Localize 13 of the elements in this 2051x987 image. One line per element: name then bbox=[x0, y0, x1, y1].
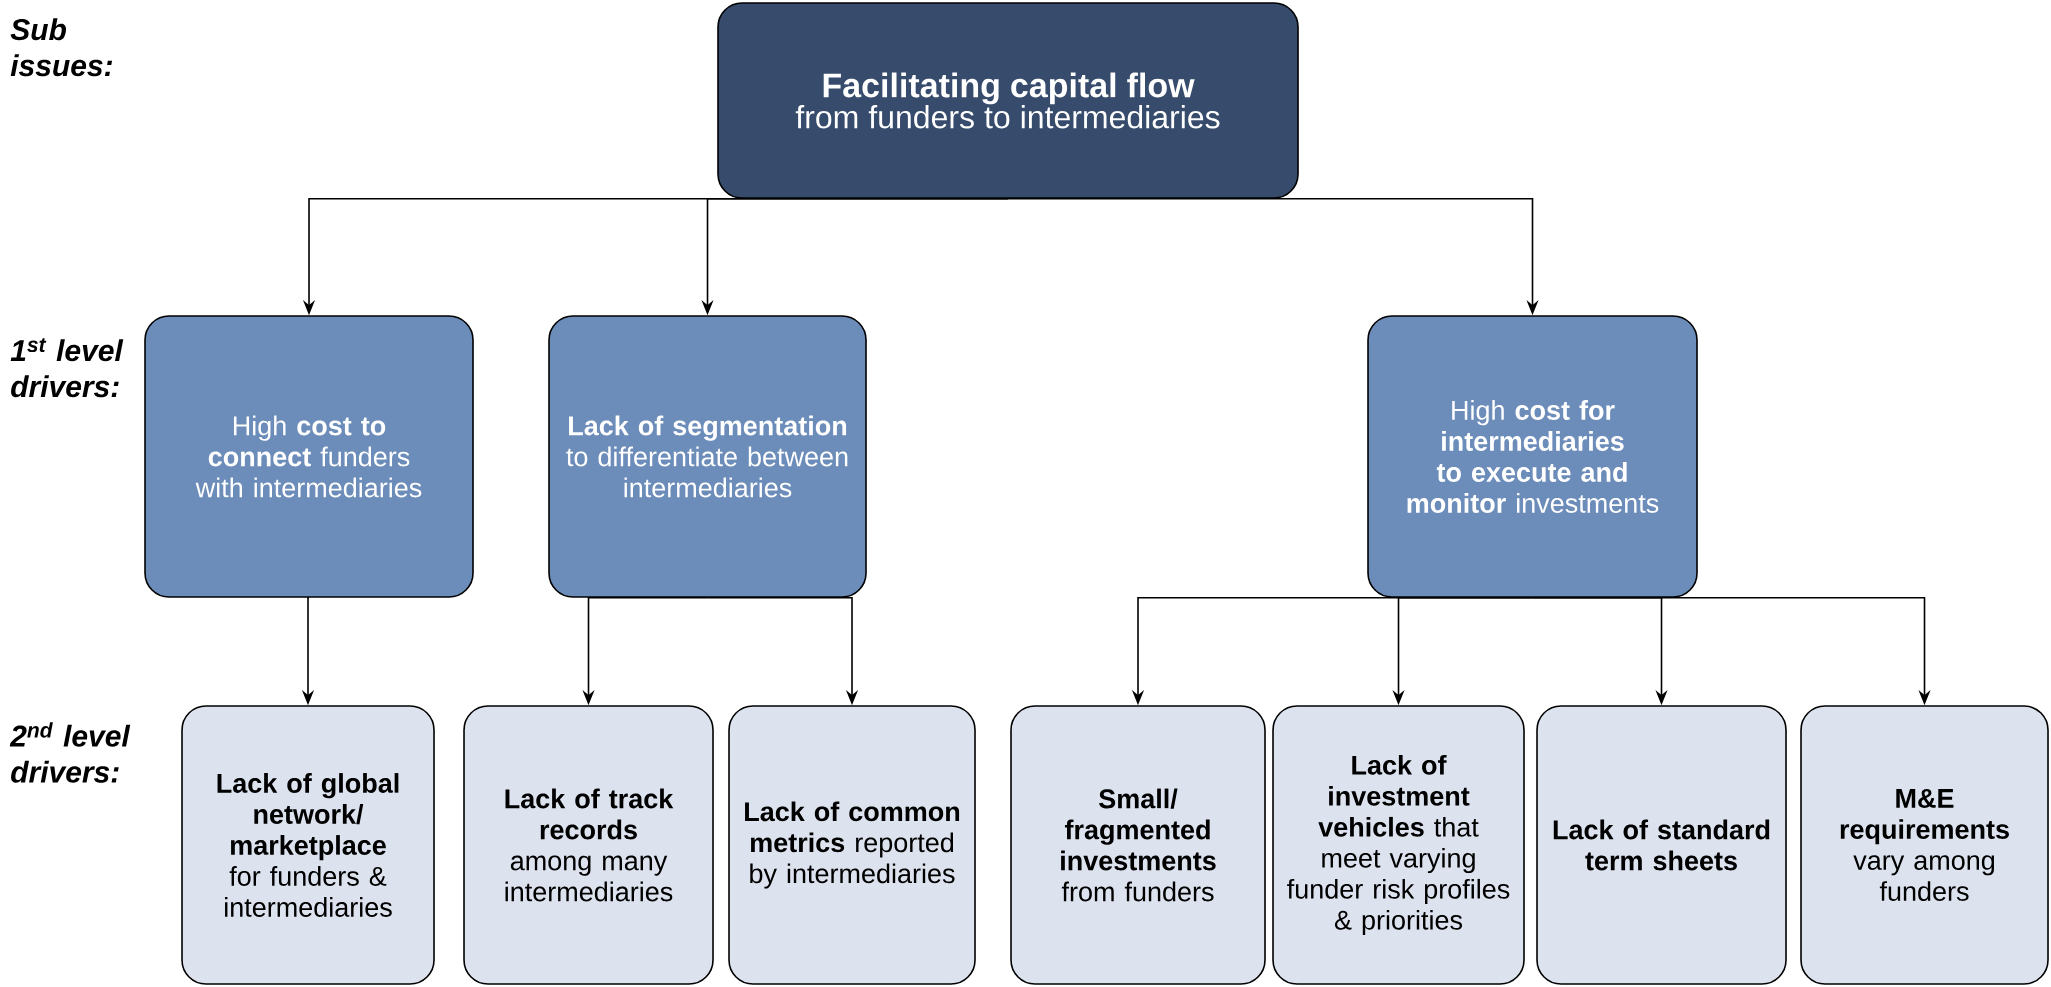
driver-box: High cost to connect funders with intermediaries bbox=[144, 315, 474, 598]
driver-box: Lack of standard term sheets bbox=[1536, 705, 1787, 985]
driver-box: Small/ fragmented investments from funders bbox=[1010, 705, 1266, 985]
driver-box: Lack of investment vehicles that meet varying funder risk profiles & priorities bbox=[1272, 705, 1525, 985]
driver-box: Lack of track records among many intermediaries bbox=[463, 705, 714, 985]
row-label: 2$^{nd}$ level drivers: bbox=[9, 722, 131, 783]
driver-box: Lack of global network/ marketplace for funders & intermediaries bbox=[181, 705, 435, 985]
driver-box: M&E requirements vary among funders bbox=[1800, 705, 2049, 985]
driver-box: High cost for intermediaries to execute and monitor investments bbox=[1367, 315, 1698, 598]
root-box: Facilitating capital flow from funders to intermediaries bbox=[717, 2, 1299, 199]
driver-box: Lack of common metrics reported by intermediaries bbox=[728, 705, 976, 985]
driver-box: Lack of segmentation to differentiate between intermediaries bbox=[548, 315, 867, 598]
row-label: Sub issues: bbox=[10, 18, 113, 77]
